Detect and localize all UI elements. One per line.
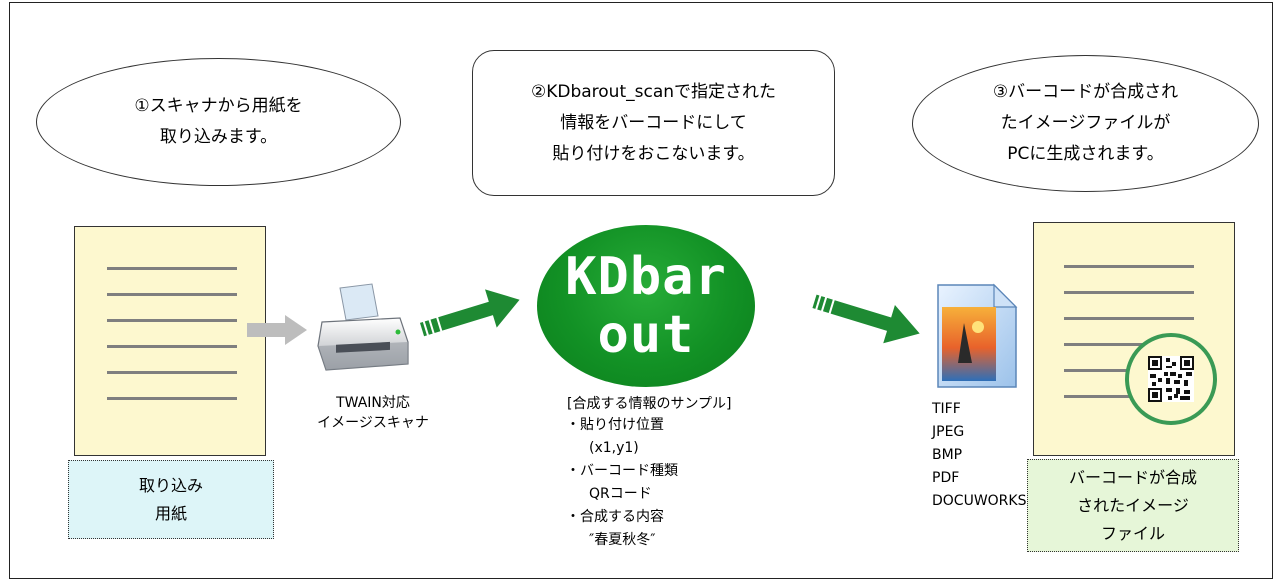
printer-scanner-icon bbox=[317, 283, 409, 371]
kdbarout-logo: KDbar out bbox=[537, 225, 755, 387]
document-line bbox=[1064, 317, 1194, 320]
green-arrow-1-icon bbox=[419, 289, 520, 337]
output-document bbox=[1033, 222, 1235, 456]
document-line bbox=[107, 293, 237, 296]
document-line bbox=[1064, 369, 1144, 372]
input-caption: 取り込み 用紙 bbox=[68, 460, 274, 539]
diagram-frame bbox=[9, 2, 1273, 579]
step-2-text: ②KDbarout_scanで指定された 情報をバーコードにして 貼り付けをおこ… bbox=[530, 81, 777, 164]
format-item: PDF bbox=[932, 470, 960, 486]
scanner-label: TWAIN対応 イメージスキャナ bbox=[317, 395, 429, 431]
document-line bbox=[1064, 343, 1174, 346]
step-1-bubble: ①スキャナから用紙を 取り込みます。 bbox=[36, 58, 401, 186]
step-1-text: ①スキャナから用紙を 取り込みます。 bbox=[134, 96, 303, 147]
document-line bbox=[1064, 265, 1194, 268]
document-line bbox=[107, 397, 237, 400]
document-line bbox=[1064, 395, 1144, 398]
sample-item-label: ・貼り付け位置 bbox=[566, 417, 664, 433]
output-caption-text: バーコードが合成 されたイメージ ファイル bbox=[1068, 467, 1197, 543]
image-file-icon bbox=[937, 283, 1018, 388]
input-document bbox=[74, 226, 266, 456]
sample-title: [合成する情報のサンプル] bbox=[567, 396, 732, 412]
format-item: TIFF bbox=[932, 401, 961, 417]
step-3-bubble: ③バーコードが合成され たイメージファイルが PCに生成されます。 bbox=[912, 55, 1259, 192]
input-caption-text: 取り込み 用紙 bbox=[138, 475, 203, 523]
sample-item-value: QRコード bbox=[589, 486, 652, 502]
logo-text: KDbar out bbox=[565, 247, 727, 365]
gray-arrow-icon bbox=[247, 315, 307, 345]
document-line bbox=[107, 371, 237, 374]
document-line bbox=[107, 345, 237, 348]
step-2-bubble: ②KDbarout_scanで指定された 情報をバーコードにして 貼り付けをおこ… bbox=[472, 50, 835, 196]
sample-item-value: ″春夏秋冬″ bbox=[589, 532, 656, 548]
format-item: JPEG bbox=[932, 424, 965, 440]
format-item: DOCUWORKS bbox=[932, 493, 1027, 509]
document-line bbox=[1064, 291, 1194, 294]
sample-item-value: (x1,y1) bbox=[589, 440, 639, 456]
green-arrow-2-icon bbox=[812, 294, 920, 344]
step-3-text: ③バーコードが合成され たイメージファイルが PCに生成されます。 bbox=[992, 82, 1179, 164]
format-item: BMP bbox=[932, 447, 963, 463]
sample-item-label: ・合成する内容 bbox=[566, 509, 664, 525]
output-caption: バーコードが合成 されたイメージ ファイル bbox=[1027, 459, 1239, 552]
document-line bbox=[107, 267, 237, 270]
sample-item-label: ・バーコード種類 bbox=[566, 463, 678, 479]
document-line bbox=[107, 319, 237, 322]
qr-code-icon bbox=[1148, 356, 1194, 402]
